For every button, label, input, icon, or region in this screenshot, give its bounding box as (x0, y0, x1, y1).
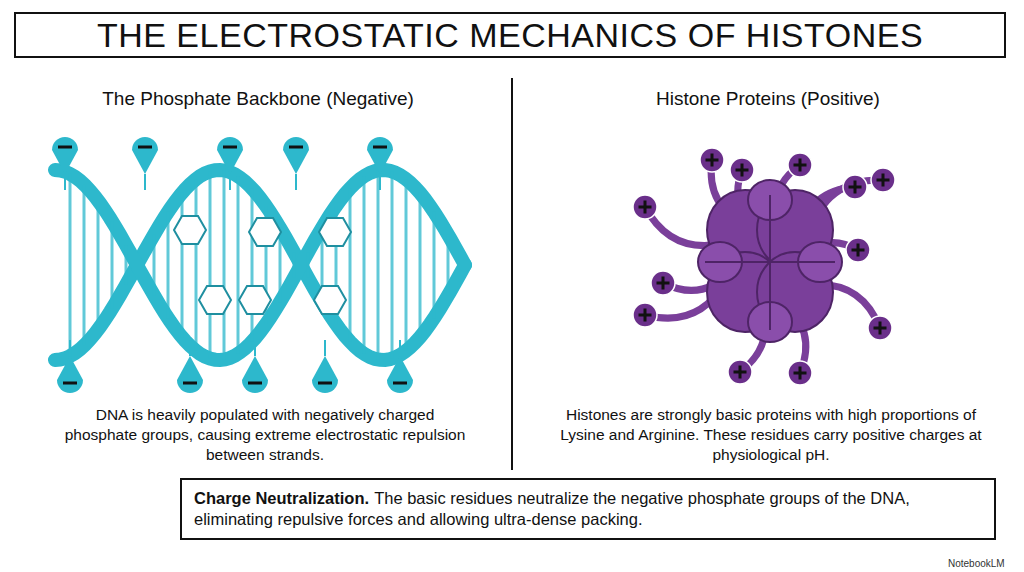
title: THE ELECTROSTATIC MECHANICS OF HISTONES (97, 16, 923, 55)
charge-marker (700, 148, 724, 172)
base-pair (97, 200, 100, 329)
charge-marker (871, 168, 895, 192)
charge-marker (367, 137, 393, 174)
phosphate-link (399, 340, 401, 356)
base-ring (239, 286, 271, 314)
plus-sign (799, 367, 802, 380)
plus-sign (644, 309, 647, 322)
charge-marker (633, 195, 657, 219)
plus-sign (882, 174, 885, 187)
histone-octamer (633, 148, 895, 385)
base-pair (237, 176, 240, 354)
charge-marker (728, 360, 752, 384)
base-pair (279, 228, 282, 302)
charge-marker (132, 137, 158, 174)
phosphate-link (229, 174, 231, 190)
base-pair (125, 245, 128, 285)
charge-marker (730, 158, 754, 182)
lobe-seam (705, 261, 835, 263)
box-heading: Charge Neutralization. (194, 489, 369, 507)
charge-marker (312, 356, 338, 393)
charge-marker (633, 303, 657, 327)
panel-body: Histones are strongly basic proteins wit… (556, 405, 986, 465)
base-pair (83, 184, 86, 345)
phosphate-link (64, 174, 66, 190)
dna-helix (52, 137, 465, 393)
phosphate-link (189, 340, 191, 356)
base-pair (195, 179, 198, 351)
charge-marker (843, 175, 867, 199)
dna-strand (55, 170, 465, 360)
base-pair (391, 171, 394, 358)
phosphate-link (295, 174, 297, 190)
charge-marker (57, 356, 83, 393)
base-pair (349, 188, 352, 341)
charge-marker (52, 137, 78, 174)
charge-marker (217, 137, 243, 174)
base-pair (419, 193, 422, 337)
base-pair (251, 188, 254, 341)
phosphate-link (379, 174, 381, 190)
minus-sign (248, 382, 262, 385)
phosphate-link (324, 340, 326, 356)
phosphate-link (69, 340, 71, 356)
minus-sign (373, 146, 387, 149)
base-pair (167, 212, 170, 318)
base-pair (181, 193, 184, 337)
base-pair (69, 174, 72, 356)
charge-marker (387, 356, 413, 393)
plus-sign (741, 164, 744, 177)
base-pair (293, 252, 296, 277)
title-box: THE ELECTROSTATIC MECHANICS OF HISTONES (14, 12, 1006, 58)
plus-sign (739, 366, 742, 379)
base-pair (307, 252, 310, 277)
charge-marker (651, 271, 675, 295)
divider-line (511, 78, 513, 470)
charge-marker (242, 356, 268, 393)
plus-sign (799, 159, 802, 172)
minus-sign (138, 146, 152, 149)
plus-sign (711, 154, 714, 167)
base-pair (433, 212, 436, 318)
minus-sign (63, 382, 77, 385)
summary-box: Charge Neutralization.The basic residues… (180, 478, 996, 540)
panel-heading: The Phosphate Backbone (Negative) (40, 88, 476, 110)
charge-marker (177, 356, 203, 393)
base-ring (319, 218, 351, 246)
panel-body: DNA is heavily populated with negatively… (60, 405, 470, 465)
plus-sign (662, 277, 665, 290)
plus-sign (879, 322, 882, 335)
charge-marker (868, 316, 892, 340)
base-pair (223, 170, 226, 359)
base-pair (447, 235, 450, 296)
panel-heading: Histone Proteins (Positive) (548, 88, 988, 110)
minus-sign (183, 382, 197, 385)
minus-sign (318, 382, 332, 385)
base-pair (405, 179, 408, 351)
base-pair (209, 171, 212, 358)
phosphate-link (254, 340, 256, 356)
base-pair (111, 221, 114, 309)
base-pair (377, 170, 380, 359)
charge-marker (788, 361, 812, 385)
watermark: NotebookLM (948, 558, 1005, 569)
charge-marker (846, 238, 870, 262)
minus-sign (289, 146, 303, 149)
base-ring (314, 286, 346, 314)
charge-marker (788, 153, 812, 177)
base-pair (153, 235, 156, 296)
plus-sign (854, 181, 857, 194)
dna-strand (55, 170, 465, 360)
minus-sign (393, 382, 407, 385)
base-pair (363, 176, 366, 354)
base-ring (249, 218, 281, 246)
plus-sign (857, 244, 860, 257)
phosphate-link (144, 174, 146, 190)
minus-sign (223, 146, 237, 149)
base-ring (174, 216, 206, 244)
minus-sign (58, 146, 72, 149)
charge-marker (283, 137, 309, 174)
plus-sign (644, 201, 647, 214)
base-ring (199, 286, 231, 314)
